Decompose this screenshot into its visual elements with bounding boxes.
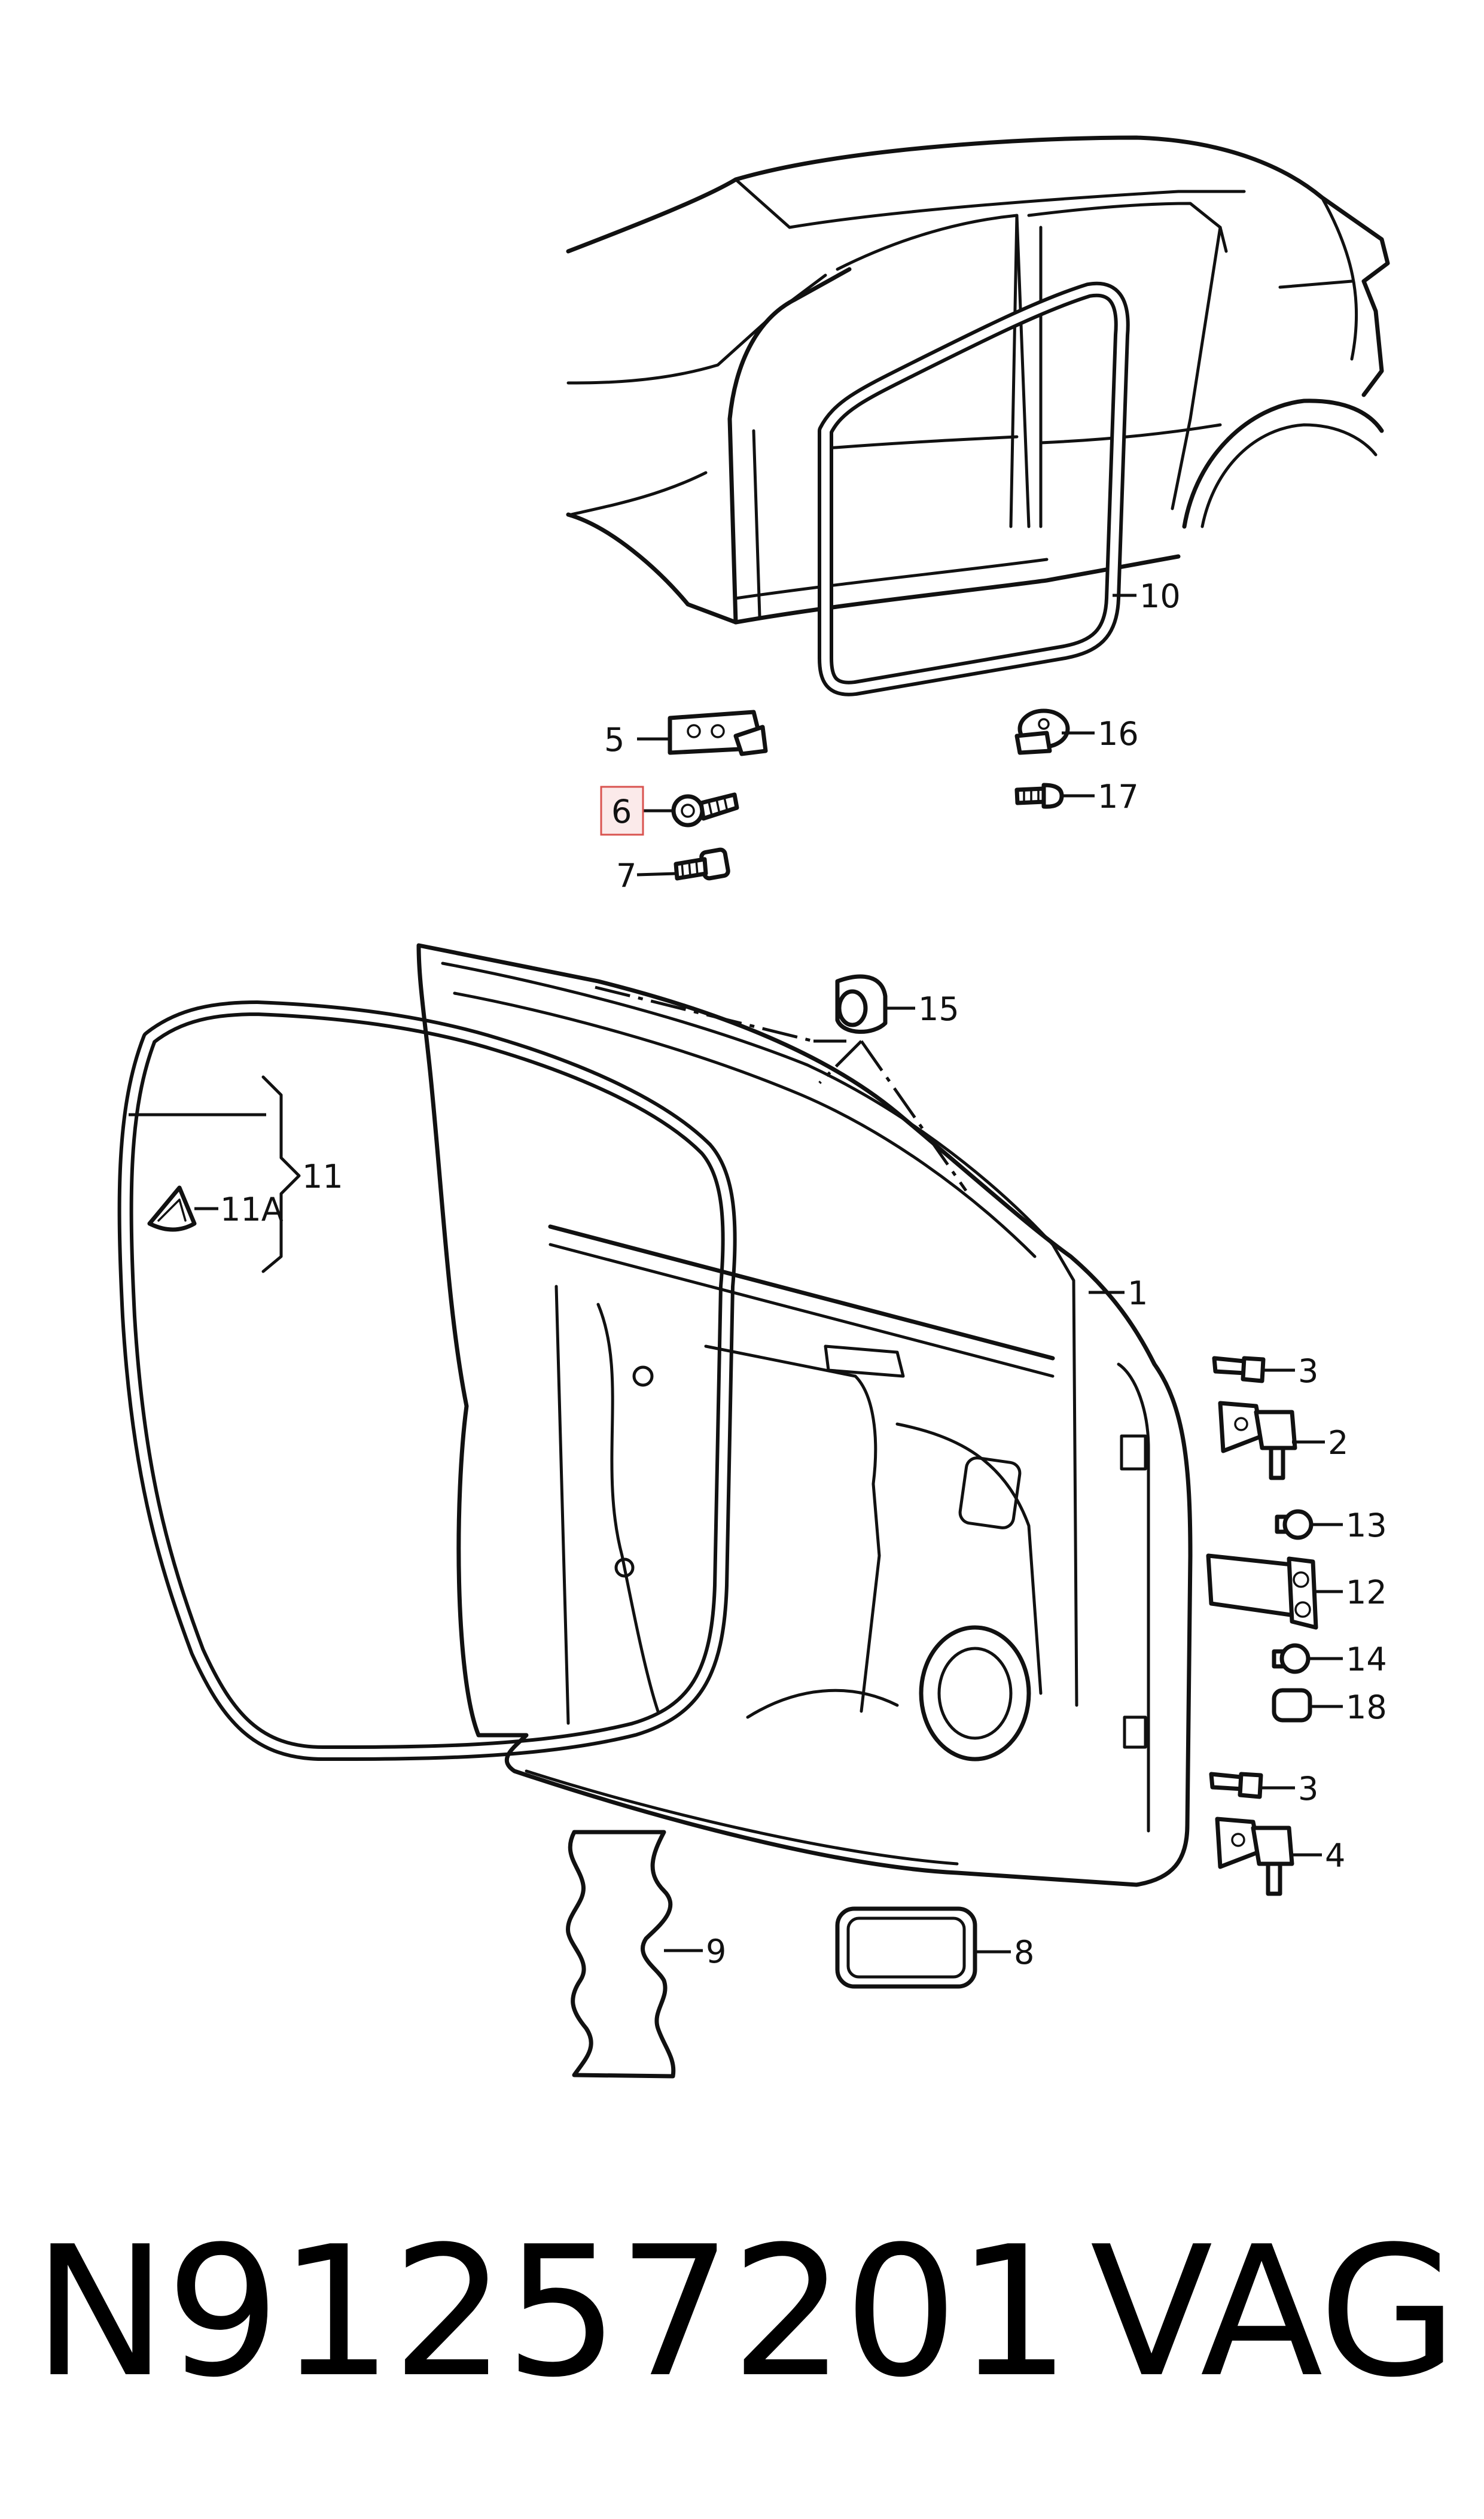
callout-13[interactable]: 13: [1346, 1507, 1387, 1544]
callout-8[interactable]: 8: [1014, 1934, 1034, 1972]
callout-5[interactable]: 5: [604, 721, 624, 759]
part-2-hinge-upper: [1218, 1401, 1297, 1480]
part-6-bolt: [671, 792, 739, 828]
callout-10[interactable]: 10: [1139, 577, 1181, 615]
part-14-bolt: [1272, 1643, 1311, 1674]
callout-labels: 10 5 6 7 16 17 15 11 11A 1 3 2 13 12 14 …: [220, 577, 1387, 1972]
part-8-patch: [835, 1906, 977, 1989]
part-1-door-shell: [416, 943, 1193, 1887]
callout-4[interactable]: 4: [1325, 1837, 1345, 1875]
callout-11[interactable]: 11: [302, 1158, 343, 1195]
callout-6-highlight-box: [600, 786, 644, 836]
callout-6[interactable]: 6: [611, 793, 632, 830]
part-7-bolt: [674, 847, 730, 881]
callout-18[interactable]: 18: [1346, 1689, 1387, 1726]
part-number: N91257201: [33, 2208, 1071, 2417]
part-16-striker: [1014, 708, 1070, 755]
callout-3-lower[interactable]: 3: [1298, 1770, 1318, 1808]
callout-11a[interactable]: 11A: [220, 1191, 284, 1228]
part-15-tape: [835, 974, 888, 1034]
part-3-bolt-lower: [1209, 1772, 1263, 1799]
callout-16[interactable]: 16: [1098, 715, 1139, 753]
callout-7[interactable]: 7: [616, 857, 636, 895]
part-17-bolt: [1014, 783, 1064, 809]
part-12-door-check: [1206, 1553, 1318, 1630]
callout-9[interactable]: 9: [706, 1933, 726, 1970]
part-9-foil: [566, 1830, 676, 2079]
callout-3-upper[interactable]: 3: [1298, 1352, 1318, 1390]
callout-2[interactable]: 2: [1328, 1424, 1348, 1462]
car-body-illustration: [566, 135, 1390, 696]
part-13-bolt: [1275, 1509, 1314, 1540]
callout-12[interactable]: 12: [1346, 1574, 1387, 1611]
part-3-bolt-upper: [1212, 1356, 1266, 1383]
part-11-bracket-lines: [129, 1075, 301, 1273]
callout-leaders: [194, 594, 1343, 1954]
callout-15[interactable]: 15: [918, 990, 959, 1028]
part-11a-clip: [147, 1185, 197, 1232]
part-18-cap: [1272, 1688, 1312, 1723]
part-5-bracket: [668, 710, 768, 756]
callout-1[interactable]: 1: [1128, 1274, 1148, 1312]
callout-14[interactable]: 14: [1346, 1641, 1387, 1678]
callout-17[interactable]: 17: [1098, 778, 1139, 816]
brand-name: VAG: [1090, 2208, 1458, 2417]
part-11-door-seal: [117, 1000, 737, 1761]
part-4-hinge-lower: [1215, 1817, 1294, 1896]
footer: N91257201 VAG: [33, 2208, 1458, 2417]
